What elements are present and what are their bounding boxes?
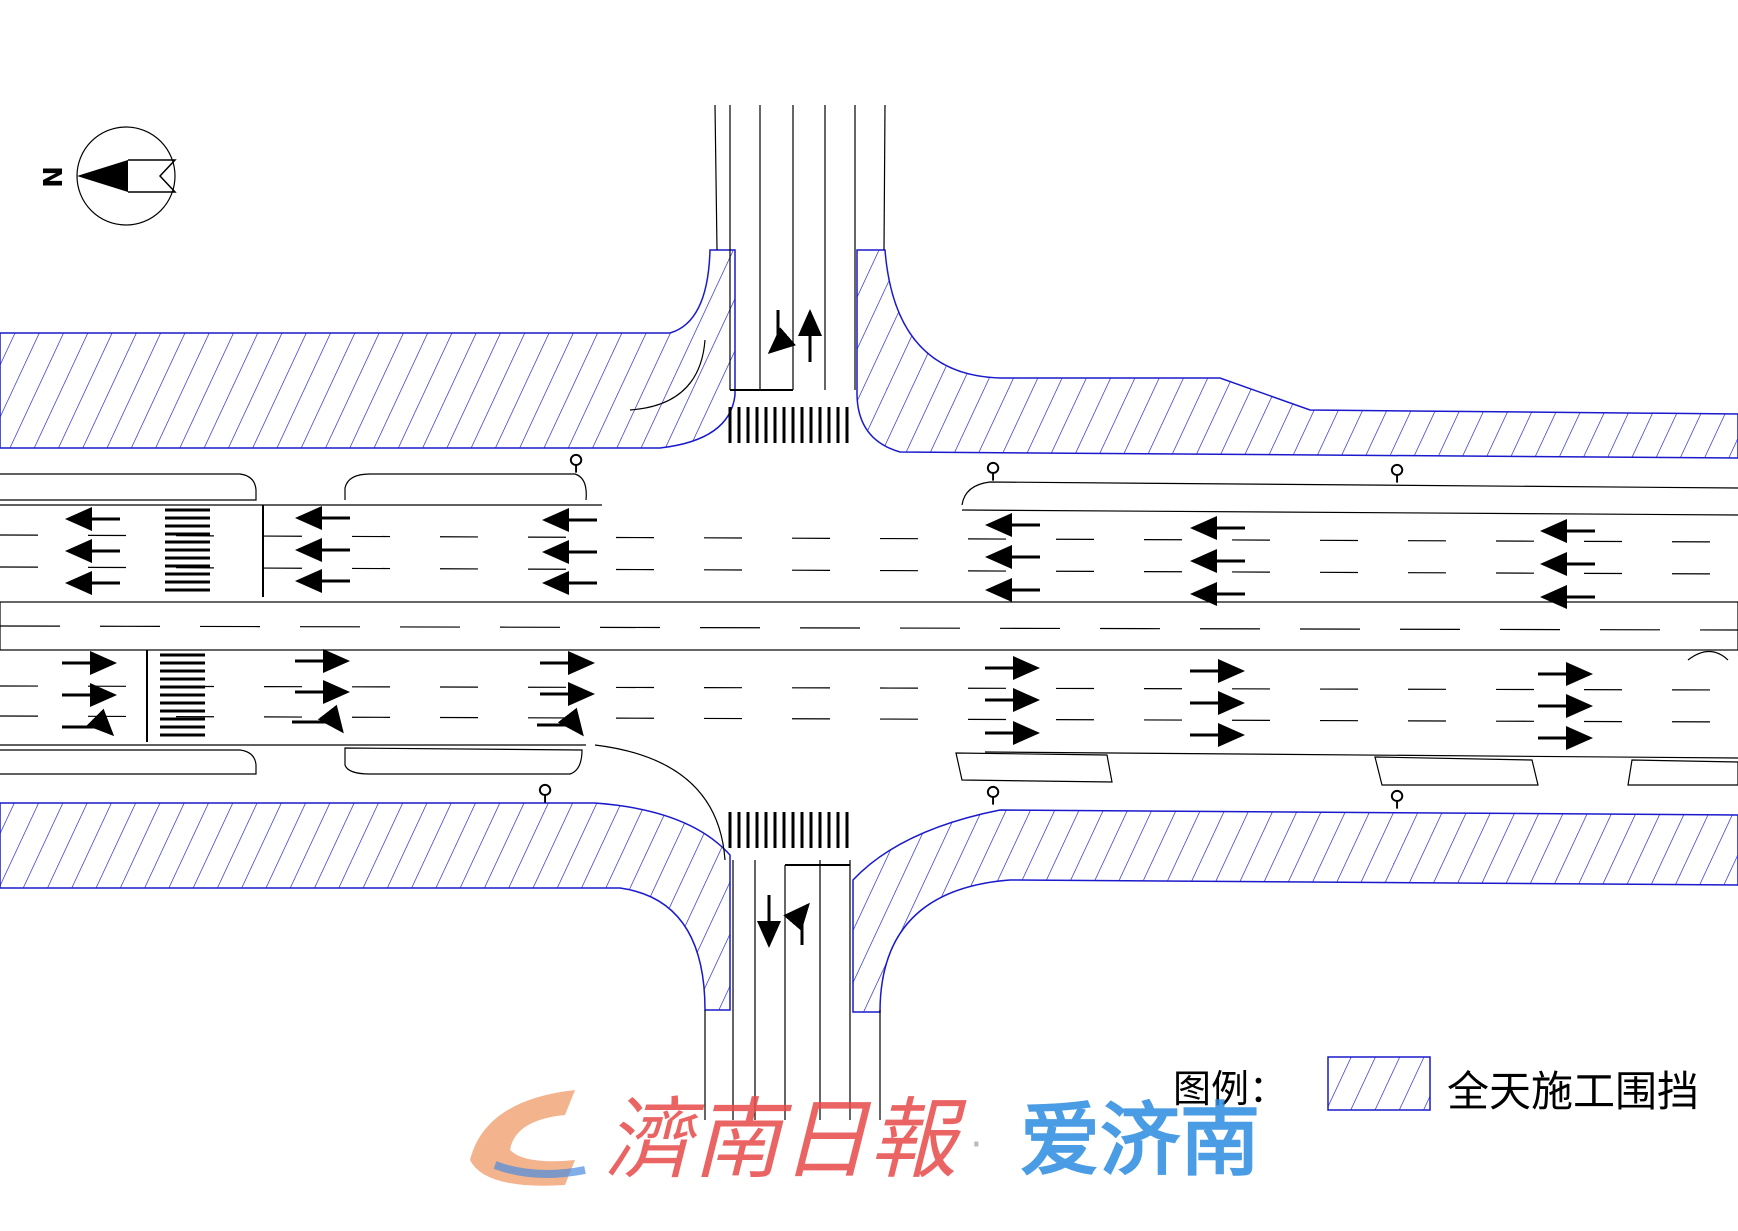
zone-south-west [0, 802, 731, 1011]
turn-arrows [62, 704, 584, 737]
bicycle-icon: ⚲ [985, 459, 1001, 484]
watermark: 濟南日報 · 爱济南 [470, 1088, 1260, 1191]
west-crosswalk [160, 508, 210, 737]
north-crosswalk [728, 407, 849, 443]
zone-south-east [852, 809, 1738, 1013]
median [0, 601, 1738, 651]
stop-lines [146, 505, 264, 742]
westbound-arrows [65, 506, 1595, 609]
bicycle-markings: ⚲ ⚲ ⚲ ⚲ ⚲ ⚲ [537, 451, 1405, 812]
legend-hatch-swatch [1327, 1056, 1431, 1111]
construction-zones [0, 249, 1738, 1013]
bicycle-icon: ⚲ [985, 783, 1001, 808]
north-sidewalk-nw [0, 473, 257, 501]
eastbound-arrows [62, 649, 1593, 750]
watermark-brand: 濟南日報 [605, 1088, 967, 1191]
watermark-separator: · [970, 1122, 983, 1168]
left-down-arrow-icon [767, 310, 796, 354]
legend-title: 图例： [1173, 1067, 1288, 1111]
watermark-app: 爱济南 [1020, 1094, 1260, 1187]
north-road [629, 104, 886, 411]
north-arrow-icon [76, 126, 177, 226]
bicycle-icon: ⚲ [537, 781, 553, 806]
jinan-daily-logo-icon [470, 1090, 586, 1186]
south-lane-arrows [757, 895, 810, 948]
south-island-east [955, 752, 1113, 783]
right-up-arrow-icon [783, 902, 810, 945]
south-island-west [0, 749, 257, 775]
bicycle-icon: ⚲ [1389, 461, 1405, 486]
legend-item-label: 全天施工围挡 [1447, 1067, 1700, 1116]
bicycle-icon: ⚲ [1389, 787, 1405, 812]
zone-north-west [0, 249, 736, 449]
north-sidewalk-ne [961, 481, 1738, 506]
north-island [344, 473, 587, 501]
south-island-east-3 [1627, 759, 1738, 786]
north-lane-arrows [767, 309, 822, 362]
south-island-east-2 [1374, 756, 1539, 786]
main-road [0, 473, 1738, 786]
lane-dividers [0, 534, 1738, 723]
south-crosswalk [728, 812, 849, 848]
south-island [344, 747, 583, 775]
south-road [594, 744, 881, 1120]
zone-north-east [856, 249, 1738, 459]
north-label: N [35, 166, 66, 188]
bicycle-icon: ⚲ [568, 451, 584, 476]
